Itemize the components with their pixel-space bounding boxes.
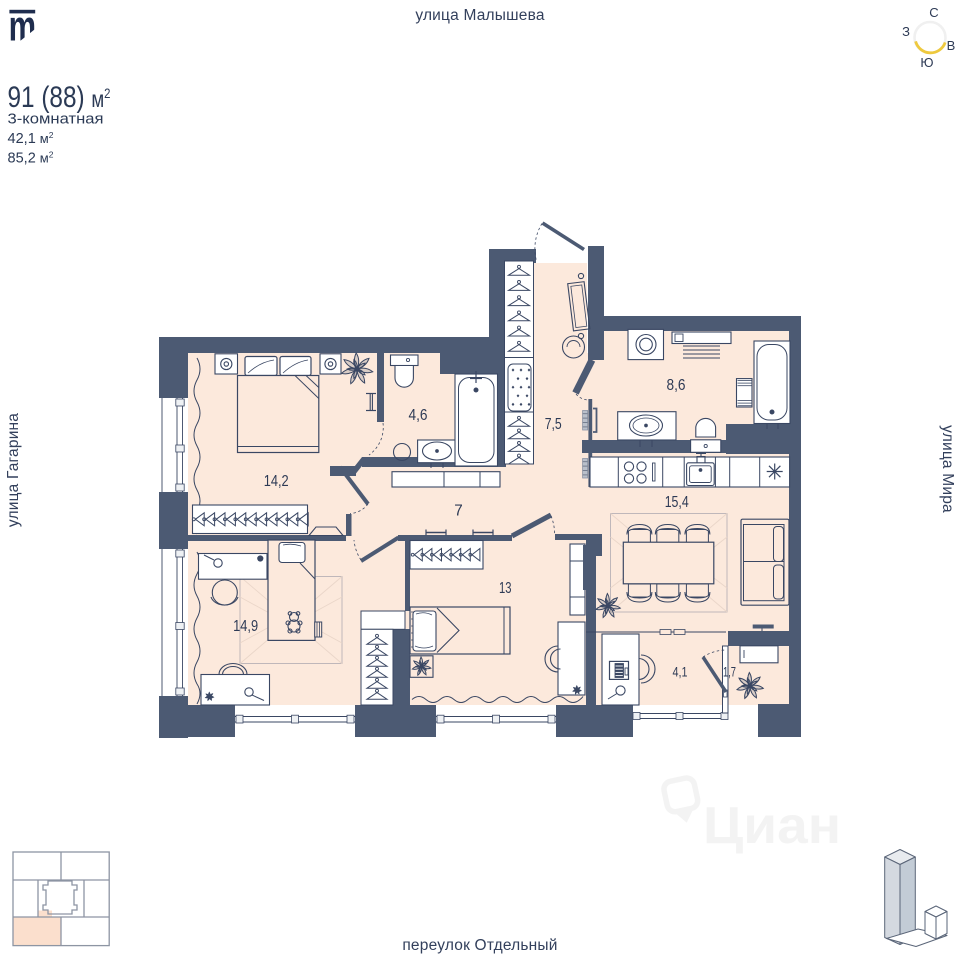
svg-text:В: В bbox=[947, 38, 956, 53]
svg-text:4,1: 4,1 bbox=[673, 665, 688, 680]
svg-text:7,5: 7,5 bbox=[545, 416, 562, 433]
svg-text:переулок Отдельный: переулок Отдельный bbox=[402, 937, 557, 954]
svg-text:85,2 м2: 85,2 м2 bbox=[8, 150, 54, 167]
svg-text:улица Малышева: улица Малышева bbox=[415, 7, 545, 24]
svg-text:С: С bbox=[929, 5, 938, 20]
svg-text:4,6: 4,6 bbox=[409, 407, 428, 424]
svg-text:14,2: 14,2 bbox=[264, 473, 289, 490]
svg-text:13: 13 bbox=[499, 580, 512, 597]
svg-text:3-комнатная: 3-комнатная bbox=[8, 111, 104, 128]
svg-text:7: 7 bbox=[454, 503, 463, 520]
svg-text:8,6: 8,6 bbox=[667, 377, 686, 394]
svg-text:42,1 м2: 42,1 м2 bbox=[8, 130, 54, 147]
svg-text:15,4: 15,4 bbox=[665, 494, 689, 511]
svg-text:1,7: 1,7 bbox=[723, 665, 736, 680]
svg-text:З: З bbox=[902, 24, 910, 39]
svg-text:m: m bbox=[9, 3, 36, 51]
svg-text:улица Гагарина: улица Гагарина bbox=[5, 413, 22, 527]
svg-text:Циан: Циан bbox=[703, 797, 841, 855]
svg-text:Ю: Ю bbox=[920, 55, 933, 70]
svg-text:14,9: 14,9 bbox=[233, 618, 258, 635]
svg-text:улица Мира: улица Мира bbox=[939, 425, 956, 513]
svg-text:91 (88) м2: 91 (88) м2 bbox=[8, 81, 111, 114]
